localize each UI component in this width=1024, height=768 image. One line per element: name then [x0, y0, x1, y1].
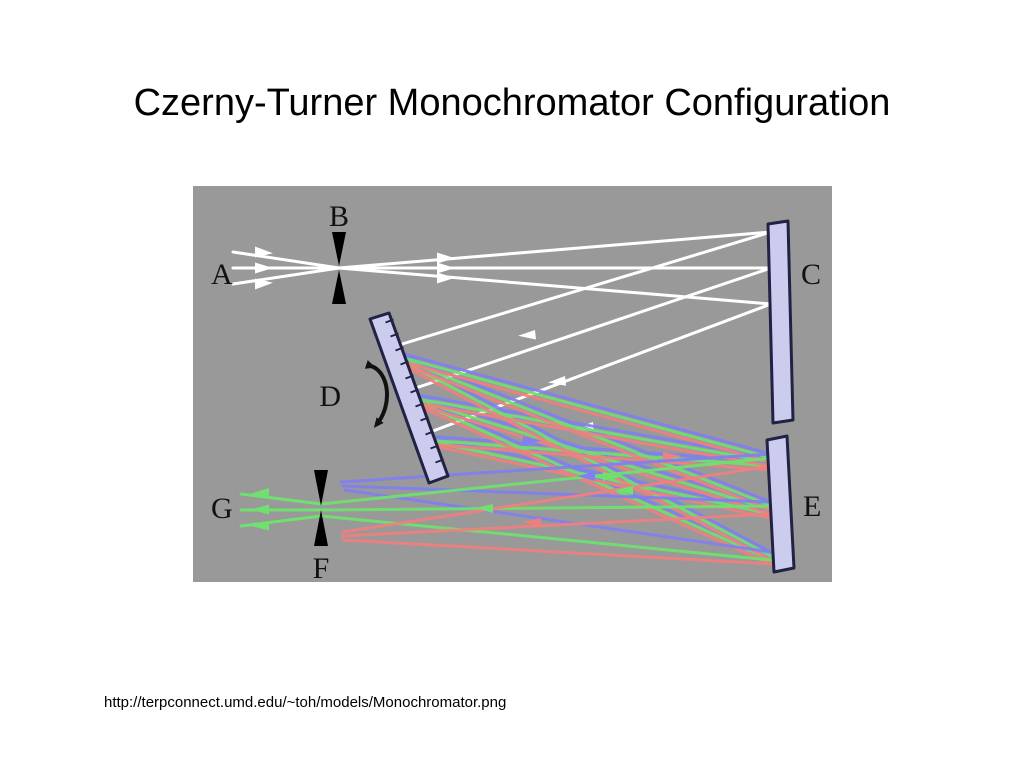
- input-beam-arrowheads: [255, 246, 273, 290]
- input-beam-rays: [231, 250, 341, 286]
- collimating-mirror: [766, 219, 795, 425]
- focusing-mirror: [765, 434, 796, 574]
- label-F: F: [313, 552, 330, 582]
- dispersed-return-arrowheads: [475, 472, 633, 527]
- exit-slit: [314, 470, 328, 546]
- focusing-mirror-to-exit-red: [341, 464, 773, 566]
- diffraction-grating: [368, 311, 450, 485]
- monochromator-diagram: A B C D E F G: [193, 186, 832, 582]
- label-C: C: [801, 258, 821, 291]
- slit-to-collimator-arrowheads: [437, 252, 455, 284]
- focusing-mirror-to-exit-blue: [339, 452, 773, 554]
- entrance-slit: [332, 232, 346, 304]
- slit-to-collimator-rays: [337, 230, 773, 306]
- diagram-svg: A B C D E F G: [193, 186, 832, 582]
- label-G: G: [211, 492, 233, 525]
- page-title: Czerny-Turner Monochromator Configuratio…: [133, 82, 891, 124]
- label-E: E: [803, 490, 821, 523]
- source-url-caption: http://terpconnect.umd.edu/~toh/models/M…: [104, 694, 507, 711]
- label-D: D: [319, 380, 341, 413]
- output-beam-arrowheads: [251, 488, 269, 531]
- grating-to-focusing-mirror-red: [387, 356, 773, 566]
- label-B: B: [329, 200, 349, 233]
- grating-lines: [385, 318, 444, 464]
- label-A: A: [211, 258, 233, 291]
- grating-rotation-arrow: [364, 360, 390, 428]
